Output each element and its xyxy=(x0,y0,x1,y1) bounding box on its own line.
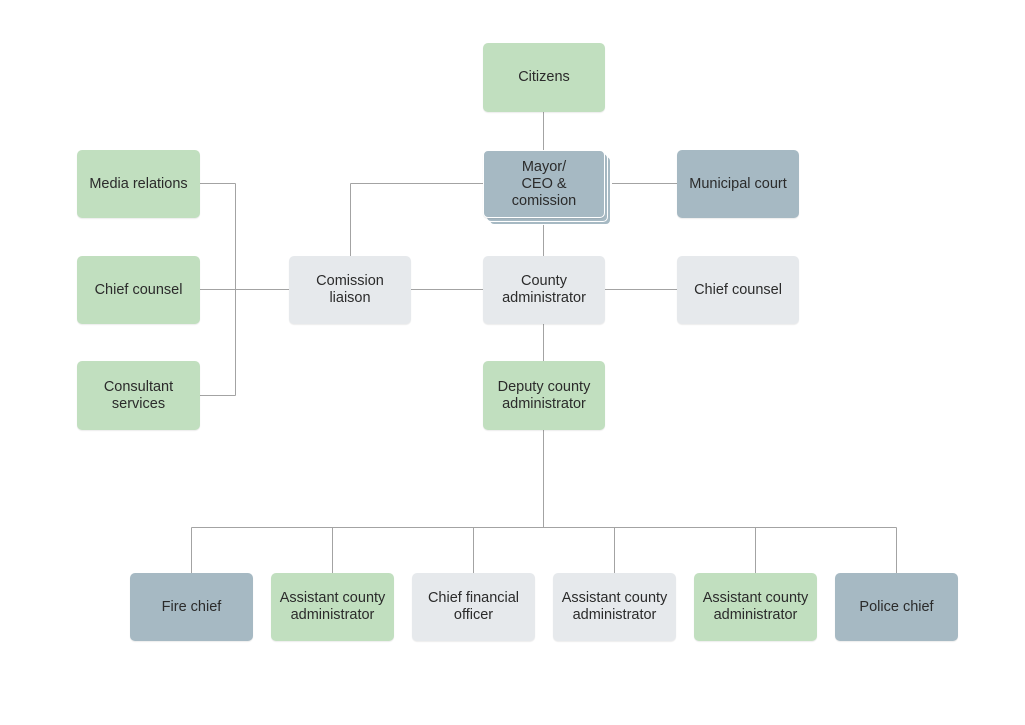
node-mayor-ceo-comission: Mayor/ CEO & comission xyxy=(483,150,605,218)
node-assistant-county-administrator-1: Assistant county administrator xyxy=(271,573,394,641)
node-deputy-county-administrator: Deputy county administrator xyxy=(483,361,605,430)
node-chief-counsel-left: Chief counsel xyxy=(77,256,200,324)
node-police-chief: Police chief xyxy=(835,573,958,641)
node-chief-counsel-right: Chief counsel xyxy=(677,256,799,324)
node-assistant-county-administrator-3: Assistant county administrator xyxy=(694,573,817,641)
node-assistant-county-administrator-2: Assistant county administrator xyxy=(553,573,676,641)
node-media-relations: Media relations xyxy=(77,150,200,218)
node-citizens: Citizens xyxy=(483,43,605,112)
node-comission-liaison: Comission liaison xyxy=(289,256,411,324)
node-fire-chief: Fire chief xyxy=(130,573,253,641)
node-consultant-services: Consultant services xyxy=(77,361,200,430)
node-county-administrator: County administrator xyxy=(483,256,605,324)
node-municipal-court: Municipal court xyxy=(677,150,799,218)
node-chief-financial-officer: Chief financial officer xyxy=(412,573,535,641)
